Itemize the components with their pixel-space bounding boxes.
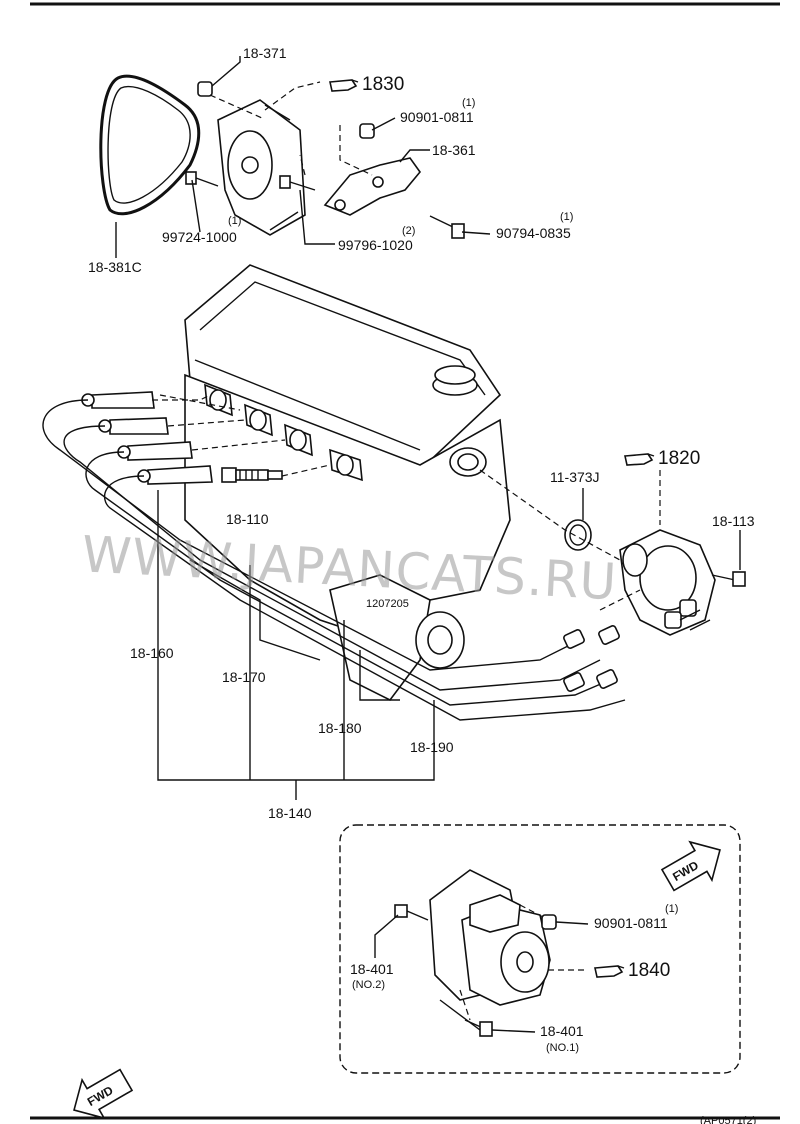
- label-18-401-no1: 18-401: [540, 1023, 584, 1039]
- footer-code: (AP0571(2): [700, 1115, 756, 1124]
- pointing-hand-icon: [329, 79, 359, 92]
- label-18-113: 18-113: [712, 513, 755, 529]
- alternator: [217, 99, 306, 236]
- starter-motor: [429, 869, 551, 1031]
- label-18-170: 18-170: [222, 669, 266, 685]
- label-90901-0811-top: 90901-0811: [400, 109, 474, 125]
- bolt-18-113: [711, 571, 746, 587]
- label-90794-0835: 90794-0835: [496, 225, 571, 241]
- label-18-381c: 18-381C: [88, 259, 142, 275]
- ref-1820: 1820: [658, 448, 700, 469]
- label-18-180: 18-180: [318, 720, 362, 736]
- label-18-110: 18-110: [226, 511, 269, 527]
- bolt-18-401-no2: [394, 904, 429, 921]
- bolt-99796-1020: [279, 175, 316, 191]
- fwd-arrow-icon: FWD: [660, 840, 721, 892]
- ignition-wire-set: [42, 399, 626, 721]
- pointing-hand-icon: [594, 965, 625, 978]
- distributor-wire-terminals: [563, 625, 620, 692]
- bolt-18-401-no1: [464, 1019, 493, 1037]
- nut-18-371: [197, 81, 213, 97]
- v-belt: [99, 74, 201, 216]
- nut-90901-0811-bottom: [541, 914, 557, 930]
- bolt-90794-0835: [429, 215, 465, 239]
- label-18-401-no2: 18-401: [350, 961, 394, 977]
- label-18-371: 18-371: [243, 45, 287, 61]
- label-18-190: 18-190: [410, 739, 454, 755]
- label-18-160: 18-160: [130, 645, 174, 661]
- nut-90901-0811-top: [359, 123, 375, 139]
- label-11-373j: 11-373J: [550, 469, 600, 485]
- sub-18-401-no2: (NO.2): [352, 979, 385, 991]
- spark-plug-18-110: [221, 467, 283, 483]
- qty-99796-1020: (2): [402, 225, 415, 237]
- qty-90901-0811-bottom: (1): [665, 903, 678, 915]
- sub-18-401-no1: (NO.1): [546, 1042, 579, 1054]
- qty-90901-0811-top: (1): [462, 97, 475, 109]
- ref-1840: 1840: [628, 960, 670, 981]
- label-99724-1000: 99724-1000: [162, 229, 237, 245]
- ref-1830: 1830: [362, 74, 404, 95]
- fwd-arrow-icon: FWD: [73, 1068, 134, 1120]
- label-18-361: 18-361: [432, 142, 476, 158]
- label-99796-1020: 99796-1020: [338, 237, 413, 253]
- starter-inset-frame: [339, 824, 741, 1074]
- bolt-99724-1000: [185, 171, 219, 187]
- stamp-text: 1207205: [366, 598, 409, 610]
- distributor: [619, 529, 716, 636]
- qty-99724-1000: (1): [228, 215, 241, 227]
- label-18-140: 18-140: [268, 805, 312, 821]
- pointing-hand-icon: [624, 453, 655, 466]
- qty-90794-0835: (1): [560, 211, 573, 223]
- alternator-bracket-18-361: [323, 157, 422, 216]
- o-ring-11-373j: [564, 519, 592, 551]
- engine-block: [184, 264, 511, 702]
- label-90901-0811-bottom: 90901-0811: [594, 915, 668, 931]
